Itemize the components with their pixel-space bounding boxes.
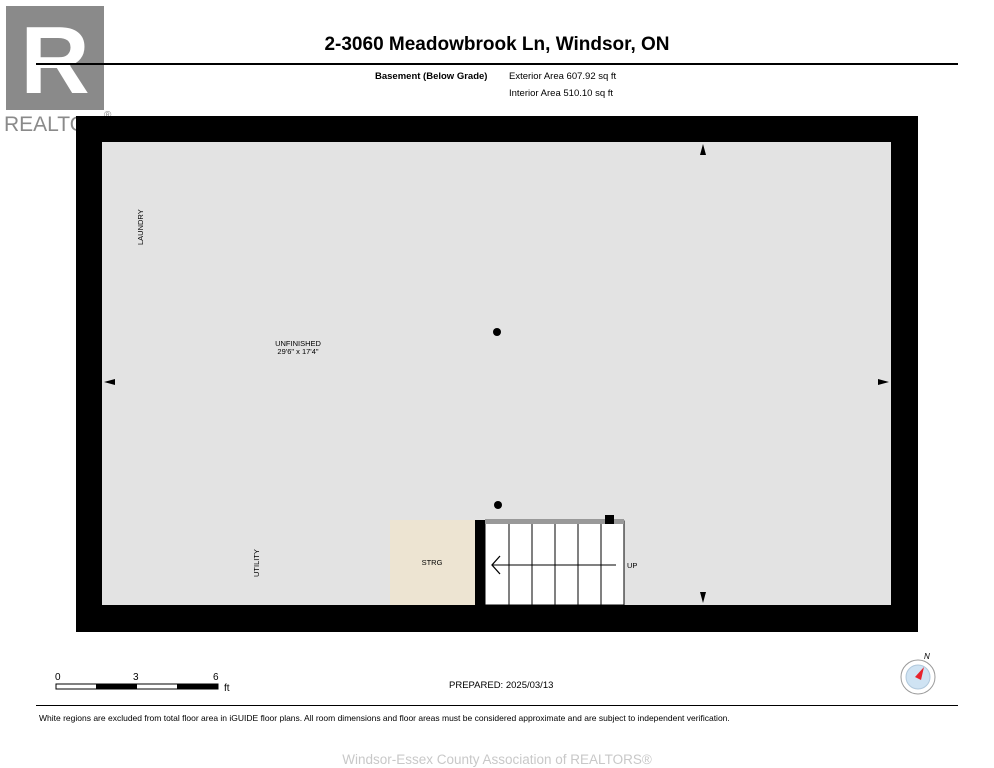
scale-bar-segment [177, 684, 218, 689]
dimension-arrow-right [878, 379, 889, 385]
dimension-arrow-top [700, 144, 706, 155]
scale-unit: ft [224, 683, 230, 694]
compass-icon: N [900, 652, 936, 695]
scale-label-6: 6 [213, 672, 219, 683]
logo-block [6, 6, 104, 110]
title-divider [36, 63, 958, 65]
room-label-unfinished: UNFINISHED [275, 339, 321, 348]
scale-bar: 0 3 6 ft [55, 672, 230, 694]
level-name: Basement (Below Grade) [375, 71, 488, 82]
footer-divider [36, 705, 958, 706]
logo-registered-mark: ® [104, 110, 112, 121]
stair-post [605, 515, 614, 524]
scale-bar-segment [96, 684, 137, 689]
column-marker [493, 328, 501, 336]
stair-wall [475, 520, 485, 605]
dimension-arrow-left [104, 379, 115, 385]
storage-room [390, 520, 475, 605]
compass-needle [915, 667, 924, 680]
exterior-area: Exterior Area 607.92 sq ft [509, 71, 617, 82]
watermark: Windsor-Essex County Association of REAL… [342, 752, 652, 767]
prepared-date: PREPARED: 2025/03/13 [449, 680, 554, 691]
scale-label-3: 3 [133, 672, 139, 683]
realtor-logo: R REALTOR ® [4, 6, 112, 136]
dimension-arrow-bottom [700, 592, 706, 603]
room-label-utility: UTILITY [252, 549, 261, 577]
scale-label-0: 0 [55, 672, 61, 683]
room-label-laundry: LAUNDRY [136, 209, 145, 245]
disclaimer: White regions are excluded from total fl… [39, 713, 730, 723]
page-title: 2-3060 Meadowbrook Ln, Windsor, ON [324, 34, 670, 55]
staircase [484, 515, 625, 606]
room-label-storage: STRG [422, 558, 443, 567]
compass-north-label: N [924, 652, 930, 661]
logo-letter: R [20, 7, 89, 114]
interior-area: Interior Area 510.10 sq ft [509, 88, 614, 99]
stair-rail [485, 519, 624, 524]
column-marker [494, 501, 502, 509]
room-dimensions-unfinished: 29'6" x 17'4" [277, 347, 318, 356]
stairs-label: UP [627, 561, 637, 570]
stair-direction-arrowhead [491, 555, 501, 575]
